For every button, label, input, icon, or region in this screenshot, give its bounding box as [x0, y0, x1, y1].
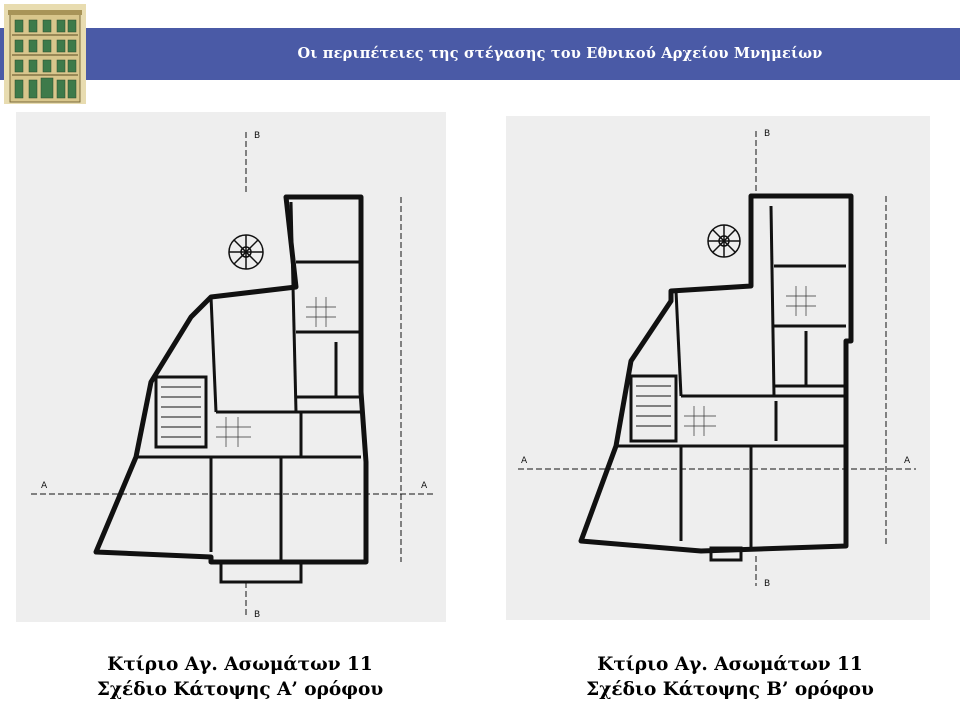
section-mark-b-bottom: B: [764, 579, 770, 589]
plan-caption-first-floor: Κτίριο Αγ. Ασωμάτων 11 Σχέδιο Κάτοψης Α’…: [40, 652, 440, 702]
caption-building: Κτίριο Αγ. Ασωμάτων 11: [597, 654, 863, 675]
section-mark-b-bottom: B: [254, 610, 260, 620]
floor-plan-first-floor: A A B B: [16, 112, 446, 622]
section-mark-a-left: A: [521, 456, 528, 466]
section-mark-b-top: B: [764, 129, 770, 139]
section-mark-a-right: A: [421, 481, 428, 491]
section-mark-a-left: A: [41, 481, 48, 491]
caption-plan-type: Σχέδιο Κάτοψης Α’ ορόφου: [96, 679, 384, 700]
caption-building: Κτίριο Αγ. Ασωμάτων 11: [107, 654, 373, 675]
slide-title: Οι περιπέτειες της στέγασης του Εθνικού …: [297, 45, 823, 62]
caption-plan-type: Σχέδιο Κάτοψης Β’ ορόφου: [586, 679, 874, 700]
title-banner: Οι περιπέτειες της στέγασης του Εθνικού …: [0, 28, 960, 80]
plan-caption-second-floor: Κτίριο Αγ. Ασωμάτων 11 Σχέδιο Κάτοψης Β’…: [520, 652, 940, 702]
section-mark-a-right: A: [904, 456, 911, 466]
floor-plan-second-floor: A A B B: [506, 116, 930, 620]
building-facade-icon: [4, 4, 86, 104]
section-mark-b-top: B: [254, 131, 260, 141]
floor-plan-drawing: A A B B: [31, 131, 436, 620]
floor-plan-drawing: A A B B: [518, 129, 916, 589]
